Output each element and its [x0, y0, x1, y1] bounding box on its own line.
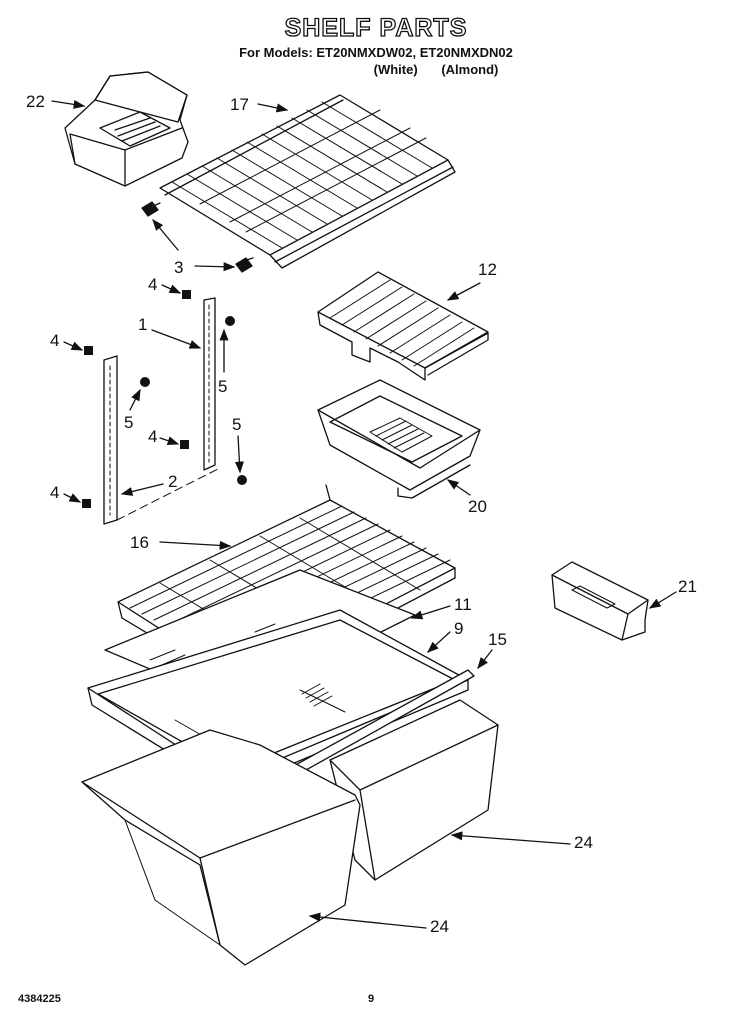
callout-16: 16: [130, 533, 232, 552]
callout-12: 12: [446, 260, 497, 301]
callout-9: 9: [427, 619, 463, 653]
callout-5-c: 5: [232, 415, 244, 474]
callout-1: 1: [138, 315, 202, 349]
callout-17: 17: [230, 95, 289, 114]
callout-5a-label: 5: [218, 377, 227, 396]
page-title: SHELF PARTS: [284, 13, 468, 42]
callout-4-d: 4: [50, 483, 82, 503]
doc-number: 4384225: [18, 993, 61, 1005]
callout-24b-label: 24: [430, 917, 449, 936]
callout-4-a: 4: [148, 275, 182, 294]
callout-11: 11: [410, 595, 472, 620]
callout-24-b: 24: [308, 912, 449, 936]
callout-4-b: 4: [50, 331, 84, 351]
callout-21-label: 21: [678, 577, 697, 596]
part-5-screws: [140, 316, 247, 485]
callout-24a-label: 24: [574, 833, 593, 852]
part-20-drawer: [317, 379, 481, 499]
models-line: For Models: ET20NMXDW02, ET20NMXDN02: [239, 45, 513, 60]
color-labels: (White) (Almond): [0, 62, 752, 77]
callout-16-label: 16: [130, 533, 149, 552]
part-22-storage-bin: [64, 71, 189, 187]
color-almond-label: (Almond): [441, 62, 499, 77]
callout-22: 22: [26, 92, 86, 111]
part-21-door-bin: [551, 561, 649, 641]
callout-3-label: 3: [174, 258, 183, 277]
part-12-small-wire-shelf: [317, 271, 489, 381]
callout-4-c: 4: [148, 427, 180, 446]
part-2-ladder-left: [103, 355, 221, 525]
part-24-crisper-drawer-right: [329, 699, 499, 881]
callout-4d-label: 4: [50, 483, 59, 502]
callout-2-label: 2: [168, 472, 177, 491]
callout-5-b: 5: [124, 388, 141, 432]
callout-4a-label: 4: [148, 275, 157, 294]
callout-2: 2: [120, 472, 177, 496]
callout-5b-label: 5: [124, 413, 133, 432]
callout-11-label: 11: [454, 595, 472, 614]
part-17-wire-shelf: [144, 94, 456, 269]
callout-22-label: 22: [26, 92, 45, 111]
part-4-clips: [82, 290, 191, 508]
part-24-crisper-drawer-left: [81, 729, 361, 966]
callout-5-a: 5: [218, 328, 229, 396]
callout-5c-label: 5: [232, 415, 241, 434]
callout-15-label: 15: [488, 630, 507, 649]
part-1-ladder-right: [203, 297, 216, 471]
callout-15: 15: [477, 630, 507, 670]
callout-17-label: 17: [230, 95, 249, 114]
part-3-end-caps: [141, 201, 253, 273]
callout-12-label: 12: [478, 260, 497, 279]
callout-24-a: 24: [450, 831, 593, 852]
callout-4c-label: 4: [148, 427, 157, 446]
callout-20: 20: [446, 479, 487, 516]
color-white-label: (White): [373, 62, 418, 77]
callout-20-label: 20: [468, 497, 487, 516]
callout-4b-label: 4: [50, 331, 59, 350]
callout-21: 21: [648, 577, 697, 609]
callout-1-label: 1: [138, 315, 147, 334]
callout-9-label: 9: [454, 619, 463, 638]
callout-3: 3: [152, 219, 236, 277]
page-number: 9: [368, 993, 375, 1005]
